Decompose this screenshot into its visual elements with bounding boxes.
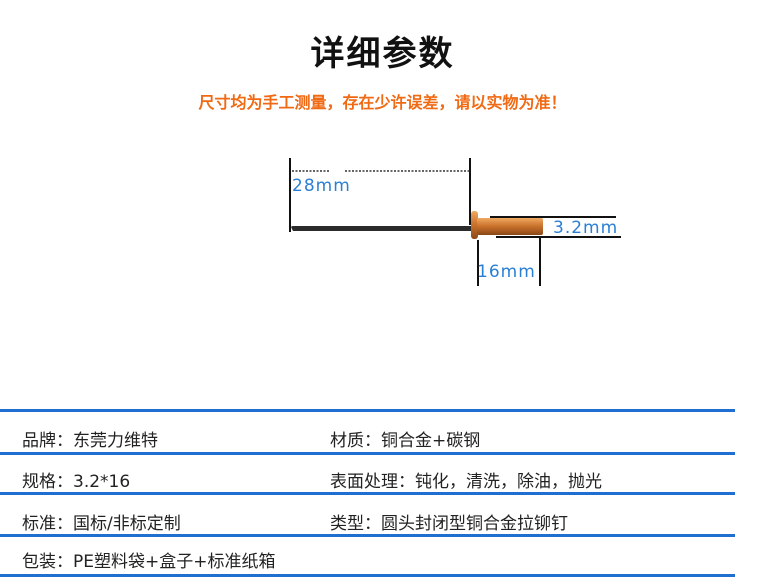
measurement-note: 尺寸均为手工测量，存在少许误差，请以实物为准！ [198, 93, 567, 112]
rivet-head [471, 211, 478, 239]
diameter-label: 3.2mm [553, 218, 619, 238]
spec-standard: 标准：国标/非标定制 [22, 514, 181, 534]
divider [0, 574, 735, 577]
divider [0, 409, 735, 412]
rivet-diagram [289, 158, 621, 286]
spec-size: 规格：3.2*16 [22, 472, 131, 492]
spec-brand: 品牌：东莞力维特 [22, 431, 158, 451]
rivet-mandrel [291, 226, 474, 231]
page-title: 详细参数 [310, 34, 455, 74]
length-label: 28mm [292, 176, 351, 196]
spec-packaging: 包装：PE塑料袋+盒子+标准纸箱 [22, 552, 276, 572]
body-length-label: 16mm [477, 262, 536, 282]
rivet-body [477, 218, 543, 235]
divider [0, 534, 735, 537]
spec-material: 材质：铜合金+碳钢 [330, 431, 481, 451]
spec-surface: 表面处理：钝化，清洗，除油，抛光 [330, 472, 602, 492]
divider [0, 452, 735, 455]
spec-type: 类型：圆头封闭型铜合金拉铆钉 [330, 514, 568, 534]
divider [0, 492, 735, 495]
